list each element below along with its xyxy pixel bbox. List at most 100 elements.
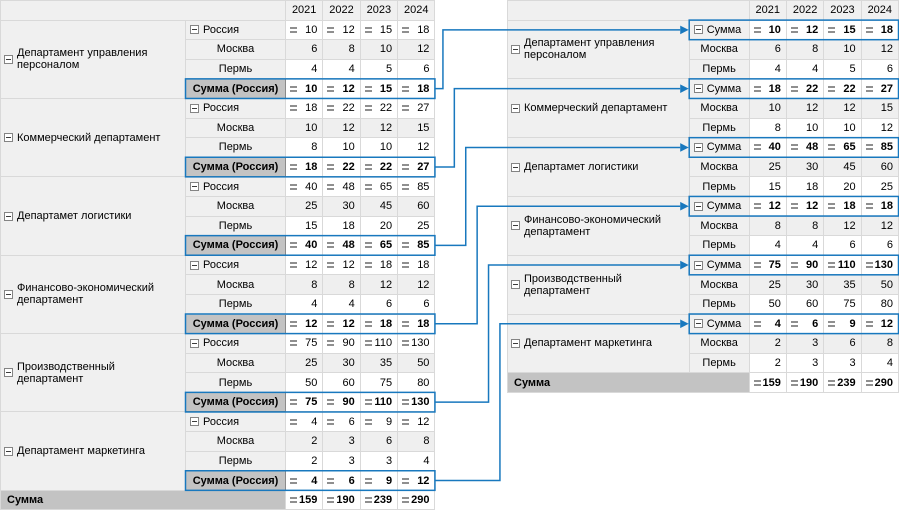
collapse-icon[interactable] (4, 54, 13, 64)
equals-formula-icon (790, 262, 798, 269)
year-column-header: 2023 (359, 0, 399, 21)
cell-value: 8 (423, 435, 430, 448)
value-cell: 40 (748, 137, 787, 158)
row-label-cell: Россия (185, 176, 286, 197)
value-cell: 15 (359, 19, 399, 41)
cell-value: 3 (348, 454, 355, 467)
value-cell: 2 (284, 431, 324, 452)
value-cell: 4 (860, 352, 899, 374)
value-cell: 50 (748, 293, 787, 315)
cell-value: 65 (379, 180, 393, 193)
grand-total-value-cell: 190 (322, 489, 361, 511)
collapse-icon[interactable] (4, 211, 13, 221)
value-cell: 80 (860, 293, 899, 315)
cell-value: 12 (379, 278, 393, 291)
value-cell: 15 (397, 117, 436, 139)
equals-formula-icon (290, 320, 297, 327)
value-cell: 60 (397, 195, 436, 217)
collapse-icon[interactable] (511, 221, 520, 231)
collapse-icon[interactable] (190, 25, 199, 35)
collapse-icon[interactable] (190, 260, 199, 270)
cell-value: 25 (305, 200, 318, 213)
cell-value: 6 (774, 43, 781, 56)
row-label-cell: Пермь (185, 293, 286, 315)
row-label: Москва (216, 435, 255, 448)
value-cell: 3 (322, 431, 361, 452)
equals-formula-icon (364, 399, 372, 406)
cell-value: 3 (812, 356, 819, 369)
value-cell: 25 (748, 274, 787, 295)
value-cell: 18 (860, 195, 899, 217)
collapse-icon[interactable] (511, 44, 520, 54)
value-cell: 12 (397, 470, 436, 491)
collapse-icon[interactable] (190, 103, 199, 113)
value-cell: 18 (322, 215, 361, 237)
collapse-icon[interactable] (4, 446, 13, 456)
value-cell: 8 (748, 117, 787, 139)
year-column-header: 2021 (748, 0, 787, 21)
cell-value: 60 (880, 161, 893, 174)
cell-value: 6 (385, 435, 393, 448)
cell-value: 15 (880, 102, 893, 115)
cell-value: 85 (417, 239, 430, 252)
row-label-cell: Пермь (185, 215, 286, 237)
collapse-icon[interactable] (190, 417, 199, 427)
cell-value: 48 (342, 180, 355, 193)
collapse-icon[interactable] (693, 25, 703, 35)
value-cell: 12 (748, 195, 787, 217)
value-cell: 2 (748, 333, 787, 354)
collapse-icon[interactable] (693, 319, 703, 329)
row-label-content: Россия (190, 337, 285, 349)
row-label-content: Сумма (693, 141, 748, 153)
department-cell-content: Производственный департамент (511, 273, 686, 297)
value-cell: 12 (322, 78, 361, 99)
cell-value: 18 (417, 259, 430, 272)
collapse-icon[interactable] (693, 84, 703, 94)
year-column-header: 2024 (860, 0, 899, 21)
collapse-icon[interactable] (511, 338, 520, 348)
row-label-cell: Москва (185, 274, 286, 295)
row-label: Москва (700, 278, 738, 291)
cell-value: 10 (379, 141, 393, 154)
value-cell: 10 (823, 39, 862, 60)
cell-value: 12 (843, 219, 856, 232)
cell-value: 2 (311, 435, 318, 448)
department-label: Финансово-экономический департамент (17, 282, 155, 307)
collapse-icon[interactable] (693, 260, 703, 270)
collapse-icon[interactable] (190, 338, 199, 348)
collapse-icon[interactable] (190, 182, 199, 192)
department-cell: Финансово-экономический департамент (507, 195, 690, 256)
collapse-icon[interactable] (4, 289, 13, 299)
row-label-cell: Россия (185, 97, 286, 119)
collapse-icon[interactable] (693, 201, 703, 211)
collapse-icon[interactable] (511, 162, 520, 172)
cell-value: 12 (880, 121, 893, 134)
cell-value: 48 (342, 239, 355, 252)
value-cell: 40 (284, 235, 324, 256)
collapse-icon[interactable] (511, 280, 520, 290)
cell-value: 6 (348, 474, 355, 487)
cell-value: 8 (774, 219, 781, 232)
collapse-icon[interactable] (511, 103, 520, 113)
value-cell: 65 (359, 235, 399, 256)
value-cell: 15 (359, 78, 399, 99)
equals-formula-icon (828, 320, 836, 327)
department-cell-content: Финансово-экономический департамент (4, 282, 182, 306)
cell-value: 4 (812, 63, 819, 76)
collapse-icon[interactable] (4, 368, 13, 378)
grand-total-label: Сумма (0, 489, 286, 511)
value-cell: 12 (785, 195, 825, 217)
cell-value: 12 (342, 317, 355, 330)
value-cell: 25 (748, 156, 787, 178)
value-cell: 12 (860, 39, 899, 60)
collapse-icon[interactable] (4, 133, 13, 143)
cell-value: 35 (379, 356, 393, 369)
cell-value: 12 (305, 317, 318, 330)
sum-row-label-cell: Сумма (Россия) (185, 235, 286, 256)
collapse-icon[interactable] (693, 142, 703, 152)
equals-formula-icon (402, 399, 410, 406)
